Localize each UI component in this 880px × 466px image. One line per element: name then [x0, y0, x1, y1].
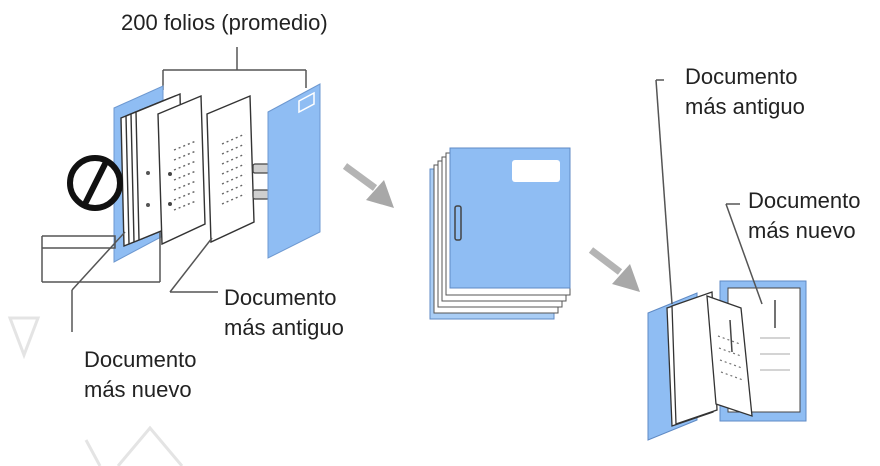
- binder-front-cover: [267, 83, 321, 259]
- closed-binder-stack: [429, 147, 571, 320]
- sheet-middle-holes: [168, 172, 172, 206]
- newest-left-line-2: más nuevo: [84, 377, 192, 402]
- newest-right-line-2: más nuevo: [748, 218, 856, 243]
- right-down-arrow-icon: [588, 247, 640, 292]
- watermark-shapes: [7, 316, 184, 466]
- front-cover-label: [298, 91, 315, 114]
- binder-label-window: [512, 160, 560, 182]
- oldest-document-label-left: Documento más antiguo: [224, 283, 344, 343]
- newest-left-line-1: Documento: [84, 347, 197, 372]
- oldest-right-line-1: Documento: [685, 64, 798, 89]
- open-file-lines: [717, 335, 744, 381]
- oldest-left-line-2: más antiguo: [224, 315, 344, 340]
- right-down-arrow-icon: [342, 163, 394, 208]
- page-dots-1: [146, 171, 150, 207]
- sheet-front: [206, 94, 255, 244]
- newest-right-line-1: Documento: [748, 188, 861, 213]
- left-leader-lines: [41, 231, 218, 332]
- binding-posts: [252, 163, 270, 200]
- folios-bracket: [162, 47, 307, 90]
- open-file-group: [647, 79, 807, 441]
- binder-spine-slot: [454, 205, 462, 241]
- prohibited-icon: [67, 155, 123, 211]
- sheet-middle-lines: [173, 140, 197, 211]
- oldest-right-line-2: más antiguo: [685, 94, 805, 119]
- open-binder-group: [41, 47, 321, 332]
- folios-count-label: 200 folios (promedio): [121, 10, 328, 35]
- newest-document-label-right: Documento más nuevo: [748, 186, 861, 246]
- sheet-front-lines: [221, 133, 246, 205]
- sheet-middle: [157, 94, 206, 246]
- oldest-document-label-right: Documento más antiguo: [685, 62, 805, 122]
- right-sheet-lines: [760, 337, 790, 371]
- oldest-left-line-1: Documento: [224, 285, 337, 310]
- newest-document-label-left: Documento más nuevo: [84, 345, 197, 405]
- open-file-pages: [666, 291, 753, 427]
- right-leader-lines: [655, 79, 763, 305]
